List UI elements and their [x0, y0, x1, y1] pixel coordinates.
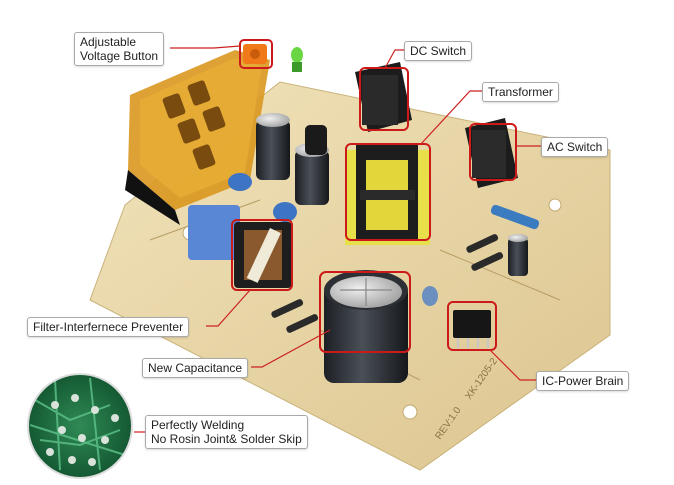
callout-adjustable-line1: Adjustable — [80, 35, 137, 49]
solder-closeup-image — [28, 374, 132, 478]
callout-welding-line1: Perfectly Welding — [151, 418, 245, 432]
transformer-component — [345, 145, 430, 245]
highlight-capacitor — [319, 271, 411, 353]
blue-components — [188, 173, 438, 306]
callout-welding-line2: No Rosin Joint& Solder Skip — [151, 432, 302, 446]
highlight-ac-switch — [469, 123, 517, 181]
highlight-dc-switch — [359, 67, 409, 131]
callout-new-capacitance: New Capacitance — [142, 358, 249, 378]
callout-transformer: Transformer — [482, 82, 559, 102]
callout-ac-switch: AC Switch — [541, 137, 609, 157]
callout-filter: Filter-Interfernece Preventer — [27, 317, 190, 337]
potentiometer — [243, 44, 267, 64]
filter-choke-component — [234, 222, 292, 288]
small-capacitors — [256, 113, 528, 276]
leader-ic — [489, 349, 537, 381]
callout-welding: Perfectly Welding No Rosin Joint& Solder… — [145, 415, 308, 449]
led — [291, 47, 303, 72]
callout-adjustable-voltage: Adjustable Voltage Button — [74, 32, 165, 66]
callout-filter-text: Filter-Interfernece Preventer — [33, 320, 184, 334]
callout-ic-power-brain: IC-Power Brain — [536, 371, 630, 391]
diodes-resistors — [271, 204, 540, 333]
callout-new-capacitance-text: New Capacitance — [148, 361, 243, 375]
leader-transformer — [419, 90, 484, 146]
callout-transformer-text: Transformer — [488, 85, 553, 99]
dc-switch-component — [355, 62, 412, 132]
ic-chip-component — [453, 310, 491, 348]
leader-adjustable — [170, 45, 241, 49]
ac-switch-component — [465, 118, 518, 188]
highlight-ic — [447, 301, 497, 351]
callout-dc-switch-text: DC Switch — [410, 44, 467, 58]
terminal-block — [125, 50, 270, 225]
callout-ic-power-brain-text: IC-Power Brain — [542, 374, 624, 388]
main-capacitor-component — [324, 270, 408, 383]
callout-dc-switch: DC Switch — [404, 41, 473, 61]
highlight-filter — [231, 219, 293, 291]
highlight-potentiometer — [239, 39, 273, 69]
callout-adjustable-line2: Voltage Button — [80, 49, 159, 63]
highlight-transformer — [345, 143, 431, 241]
leader-capacitor — [251, 329, 331, 368]
callout-ac-switch-text: AC Switch — [547, 140, 603, 154]
leader-dc-switch — [384, 49, 404, 69]
leader-filter — [206, 289, 251, 327]
